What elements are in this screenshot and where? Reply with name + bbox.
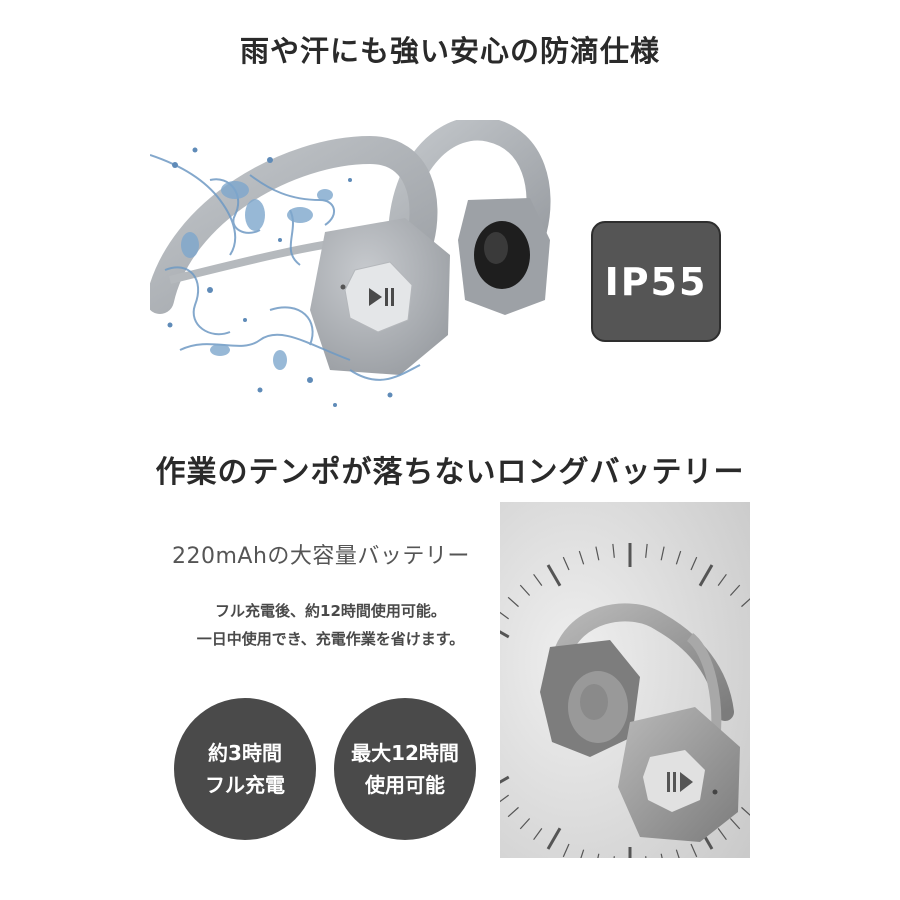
clock-tick <box>580 849 585 858</box>
charge-time-badge: 約3時間 フル充電 <box>174 698 316 840</box>
clock-tick <box>729 818 741 830</box>
waterproof-heading: 雨や汗にも強い安心の防滴仕様 <box>239 34 660 68</box>
clock-tick <box>562 556 570 571</box>
clock-tick <box>660 853 663 858</box>
clock-tick <box>546 827 562 850</box>
clock-tick <box>500 630 510 639</box>
clock-tick <box>500 775 510 784</box>
battery-heading: 作業のテンポが落ちないロングバッテリー <box>155 455 745 490</box>
clock-tick <box>675 550 682 565</box>
clock-tick <box>519 818 531 830</box>
headset-water-splash-image <box>150 120 551 407</box>
clock-tick <box>690 843 698 858</box>
usage-time-badge: 最大12時間 使用可能 <box>334 698 476 840</box>
clock-tick <box>597 853 600 858</box>
clock-tick <box>660 546 665 561</box>
clock-tick <box>500 611 510 620</box>
clock-tick <box>595 546 600 561</box>
clock-tick <box>546 564 562 587</box>
clock-tick <box>533 827 543 841</box>
clock-tick <box>741 806 750 816</box>
clock-tick <box>698 564 714 587</box>
clock-tick <box>507 806 519 818</box>
description-line-2: 一日中使用でき、充電作業を省けます。 <box>196 630 465 648</box>
clock-tick <box>500 794 510 803</box>
clock-tick <box>507 596 519 608</box>
clock-tick <box>612 543 615 558</box>
clock-tick <box>729 584 741 596</box>
clock-tick <box>519 584 531 596</box>
clock-tick <box>645 543 648 558</box>
clock-tick <box>533 573 543 587</box>
charge-time-line-1: 約3時間 <box>208 741 282 765</box>
usage-time-line-1: 最大12時間 <box>351 741 459 765</box>
clock-tick <box>675 849 680 858</box>
ip55-label: IP55 <box>604 259 708 304</box>
headset-clock-image <box>500 502 750 858</box>
clock-tick <box>562 843 570 858</box>
usage-time-line-2: 使用可能 <box>365 773 445 797</box>
battery-description: フル充電後、約12時間使用可能。 一日中使用でき、充電作業を省けます。 <box>158 597 503 653</box>
clock-tick <box>717 573 727 587</box>
clock-tick <box>717 827 727 841</box>
clock-tick <box>690 556 698 571</box>
clock-tick <box>578 550 585 565</box>
description-line-1: フル充電後、約12時間使用可能。 <box>215 602 446 620</box>
ip55-badge: IP55 <box>591 221 721 342</box>
charge-time-line-2: フル充電 <box>205 773 285 797</box>
clock-tick <box>741 598 750 608</box>
battery-capacity: 220mAhの大容量バッテリー <box>172 544 470 569</box>
